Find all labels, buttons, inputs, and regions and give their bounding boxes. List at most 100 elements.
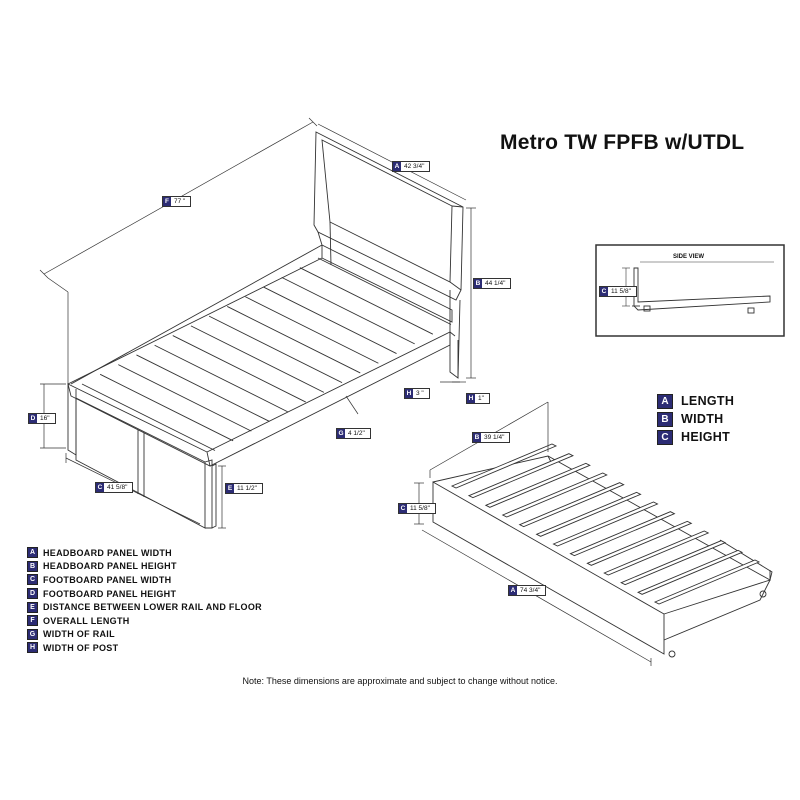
dim-label-f-overall-length: F 77 " (162, 196, 192, 207)
dim-key: B (474, 279, 482, 288)
dimension-legend-item: D FOOTBOARD PANEL HEIGHT (27, 587, 262, 601)
dim-label-c-trundle-height: C 11 5/8" (398, 503, 436, 514)
slat (518, 482, 625, 528)
axis-label: LENGTH (681, 394, 735, 408)
dimension-label: HEADBOARD PANEL WIDTH (43, 547, 172, 558)
slat (136, 354, 270, 422)
dimension-legend-item: E DISTANCE BETWEEN LOWER RAIL AND FLOOR (27, 600, 262, 614)
dim-key: C (600, 287, 608, 296)
dim-label-side-view-height: C 11 5/8" (599, 286, 637, 297)
dim-key: A (509, 586, 517, 595)
slat (467, 453, 574, 499)
diagram-title: Metro TW FPFB w/UTDL (500, 131, 745, 154)
dim-key: H (405, 389, 413, 398)
dimension-key: F (27, 615, 38, 627)
dim-key: E (226, 484, 234, 493)
axis-label: WIDTH (681, 412, 724, 426)
slat (637, 549, 744, 595)
dim-value: 74 3/4" (520, 587, 541, 594)
slat (484, 462, 591, 508)
dim-label-h-post-1: H 1" (466, 393, 490, 404)
slat (81, 383, 216, 451)
dimension-label: OVERALL LENGTH (43, 615, 130, 626)
dim-label-d-footboard-height: D 16" (28, 413, 56, 424)
slat (263, 286, 397, 354)
dimension-key: B (27, 560, 38, 572)
dim-label-h-post-3: H 3 " (404, 388, 430, 399)
dim-value: 39 1/4" (484, 434, 505, 441)
dimension-legend-item: B HEADBOARD PANEL HEIGHT (27, 560, 262, 574)
dim-label-a-headboard: A 42 3/4" (392, 161, 431, 172)
axis-key: B (657, 411, 673, 427)
headboard (313, 131, 464, 379)
dimension-key: E (27, 601, 38, 613)
slat (154, 344, 288, 413)
slat (620, 540, 727, 586)
dim-label-b-trundle-width: B 39 1/4" (472, 432, 511, 443)
dim-label-a-trundle-length: A 74 3/4" (508, 585, 547, 596)
dim-label-b-headboard-height: B 44 1/4" (473, 278, 512, 289)
slat (281, 276, 415, 345)
dimension-legend-item: G WIDTH OF RAIL (27, 628, 262, 642)
slat (190, 325, 325, 393)
dim-value: 41 5/8" (107, 484, 128, 491)
dim-label-c-footboard-width: C 41 5/8" (95, 482, 134, 493)
front-side-rail (206, 331, 456, 467)
slat (227, 306, 361, 374)
slat (99, 373, 234, 442)
axis-key: A (657, 393, 673, 409)
slat (172, 335, 306, 403)
dimension-label: DISTANCE BETWEEN LOWER RAIL AND FLOOR (43, 602, 262, 613)
axis-legend-item: B WIDTH (657, 410, 734, 428)
dim-value: 44 1/4" (485, 280, 506, 287)
dimension-label: FOOTBOARD PANEL HEIGHT (43, 588, 177, 599)
dimension-legend-item: A HEADBOARD PANEL WIDTH (27, 546, 262, 560)
dimension-label: WIDTH OF POST (43, 642, 119, 653)
dim-key: C (399, 504, 407, 513)
dimension-legend: A HEADBOARD PANEL WIDTH B HEADBOARD PANE… (27, 546, 262, 655)
slat (317, 257, 452, 325)
trundle-slats (450, 443, 761, 605)
dim-value: 11 5/8" (410, 505, 430, 512)
dim-value: 77 " (174, 198, 186, 205)
dim-key: H (467, 394, 475, 403)
side-view-title: SIDE VIEW (673, 254, 705, 260)
slat (208, 315, 343, 384)
dim-value: 16" (40, 415, 50, 422)
dimension-legend-item: C FOOTBOARD PANEL WIDTH (27, 573, 262, 587)
axis-legend-item: A LENGTH (657, 392, 734, 410)
dim-value: 3 " (416, 390, 424, 397)
dim-key: B (473, 433, 481, 442)
dim-value: 11 5/8" (611, 288, 631, 295)
slat (535, 491, 642, 537)
dim-key: F (163, 197, 171, 206)
dim-value: 1" (478, 395, 484, 402)
slat (501, 472, 608, 518)
slat (299, 267, 434, 335)
dim-label-e-rail-floor: E 11 1/2" (225, 483, 263, 494)
dim-key: G (337, 429, 345, 438)
axis-legend-item: C HEIGHT (657, 428, 734, 446)
slat (603, 530, 710, 576)
dim-key: D (29, 414, 37, 423)
dimension-key: D (27, 588, 38, 600)
dimension-key: A (27, 547, 38, 559)
side-view-box (595, 244, 785, 337)
dim-value: 4 1/2" (348, 430, 365, 437)
slat (552, 501, 659, 547)
slat (586, 520, 693, 566)
back-side-rail (321, 244, 453, 323)
dimension-key: C (27, 574, 38, 586)
slat (653, 559, 761, 605)
dim-value: 11 1/2" (237, 485, 257, 492)
dim-key: A (393, 162, 401, 171)
dimension-key: H (27, 642, 38, 654)
dim-value: 42 3/4" (404, 163, 425, 170)
dim-key: C (96, 483, 104, 492)
dimension-label: FOOTBOARD PANEL WIDTH (43, 574, 172, 585)
axis-label: HEIGHT (681, 430, 731, 444)
dimension-label: HEADBOARD PANEL HEIGHT (43, 561, 177, 572)
axis-key: C (657, 429, 673, 445)
footboard (67, 244, 323, 529)
